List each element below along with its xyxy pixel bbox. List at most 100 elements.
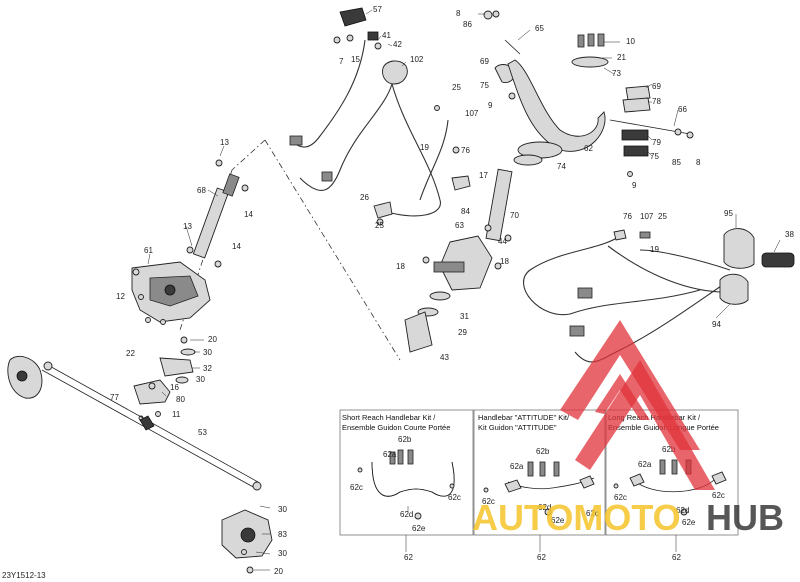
kit-label: 62e	[551, 516, 565, 525]
callout: 12	[116, 292, 125, 301]
callout: 75	[650, 152, 659, 161]
callout: 76	[461, 146, 470, 155]
kit-part-number: 62	[404, 553, 413, 562]
callout: 26	[360, 193, 369, 202]
steering-knuckle	[221, 509, 273, 574]
kit-label: 62c	[614, 493, 627, 502]
callout: 80	[176, 395, 185, 404]
callout: 30	[278, 549, 287, 558]
callout: 15	[351, 55, 360, 64]
kit-label: 62b	[536, 447, 550, 456]
callout: 94	[712, 320, 721, 329]
callout: 8	[696, 158, 701, 167]
tie-rod	[7, 356, 262, 491]
callout: 76	[623, 212, 632, 221]
callout: 25	[452, 83, 461, 92]
kit-label: 62d	[676, 506, 689, 515]
callout: 9	[632, 181, 637, 190]
kit-title: Handlebar "ATTITUDE" Kit/	[478, 413, 570, 422]
callout: 86	[463, 20, 472, 29]
callout: 85	[672, 158, 681, 167]
callout: 44	[498, 237, 507, 246]
callout: 41	[382, 31, 391, 40]
callout: 63	[455, 221, 464, 230]
callout: 13	[183, 222, 192, 231]
callout: 11	[172, 410, 181, 419]
kit-attitude: Handlebar "ATTITUDE" Kit/ Kit Guidon "AT…	[473, 409, 606, 562]
watermark-text: AUTOMOTO	[472, 497, 681, 538]
callout: 74	[557, 162, 566, 171]
callout: 16	[170, 383, 179, 392]
callout: 69	[480, 57, 489, 66]
callout: 30	[278, 505, 287, 514]
kit-label: 62c	[482, 497, 495, 506]
callout: 32	[203, 364, 212, 373]
callout: 102	[410, 55, 424, 64]
callout: 107	[640, 212, 654, 221]
callout: 29	[458, 328, 467, 337]
callout: 21	[617, 53, 626, 62]
callout: 83	[278, 530, 287, 539]
kit-label: 62a	[638, 460, 652, 469]
callout: 42	[393, 40, 402, 49]
callout: 38	[785, 230, 794, 239]
callout: 18	[500, 257, 509, 266]
kit-label: 62c	[712, 491, 725, 500]
callout: 43	[440, 353, 449, 362]
callout: 17	[479, 171, 488, 180]
callout: 7	[339, 57, 344, 66]
callout: 19	[650, 245, 659, 254]
callout: 78	[652, 97, 661, 106]
callout: 31	[460, 312, 469, 321]
callout: 18	[396, 262, 405, 271]
callout: 95	[724, 209, 733, 218]
callout: 25	[658, 212, 667, 221]
callout: 30	[196, 375, 205, 384]
callout: 69	[652, 82, 661, 91]
kit-label: 62e	[412, 524, 426, 533]
leader-lines	[147, 9, 781, 571]
kit-title: Short Reach Handlebar Kit /	[342, 413, 436, 422]
guide-line	[231, 139, 266, 171]
reference-code: 23Y1512-13	[2, 571, 46, 580]
callout: 73	[612, 69, 621, 78]
callout: 61	[144, 246, 153, 255]
kit-label: 62a	[383, 450, 397, 459]
callout: 84	[461, 207, 470, 216]
steering-column-assembly	[131, 159, 249, 421]
kit-short-reach: Short Reach Handlebar Kit / Ensemble Gui…	[339, 409, 474, 562]
callout: 79	[652, 138, 661, 147]
callout: 53	[198, 428, 207, 437]
callout: 14	[232, 242, 241, 251]
callout: 9	[488, 101, 493, 110]
callout: 66	[678, 105, 687, 114]
right-controls	[523, 228, 795, 363]
callout: 22	[126, 349, 135, 358]
kit-subtitle: Kit Guidon "ATTITUDE"	[478, 423, 557, 432]
callout: 68	[197, 186, 206, 195]
kit-part-number: 62	[672, 553, 681, 562]
callout: 70	[510, 211, 519, 220]
callout: 20	[274, 567, 283, 576]
callout: 8	[456, 9, 461, 18]
callout: 57	[373, 5, 382, 14]
callout: 75	[480, 81, 489, 90]
kit-label: 62e	[682, 518, 696, 527]
kit-label: 62a	[510, 462, 524, 471]
kit-label: 62b	[398, 435, 412, 444]
kit-label: 62c	[586, 509, 599, 518]
kit-label: 62d	[538, 503, 551, 512]
handlebar-assembly	[404, 10, 694, 353]
throttle-cable-assembly	[289, 7, 471, 226]
callout: 107	[465, 109, 479, 118]
kit-part-number: 62	[537, 553, 546, 562]
watermark: AUTOMOTO HUB	[472, 320, 784, 538]
callout: 19	[420, 143, 429, 152]
guide-line	[264, 139, 401, 361]
callout: 10	[626, 37, 635, 46]
kit-subtitle: Ensemble Guidon Courte Portée	[342, 423, 450, 432]
callout: 25	[375, 221, 384, 230]
callout: 77	[110, 393, 119, 402]
